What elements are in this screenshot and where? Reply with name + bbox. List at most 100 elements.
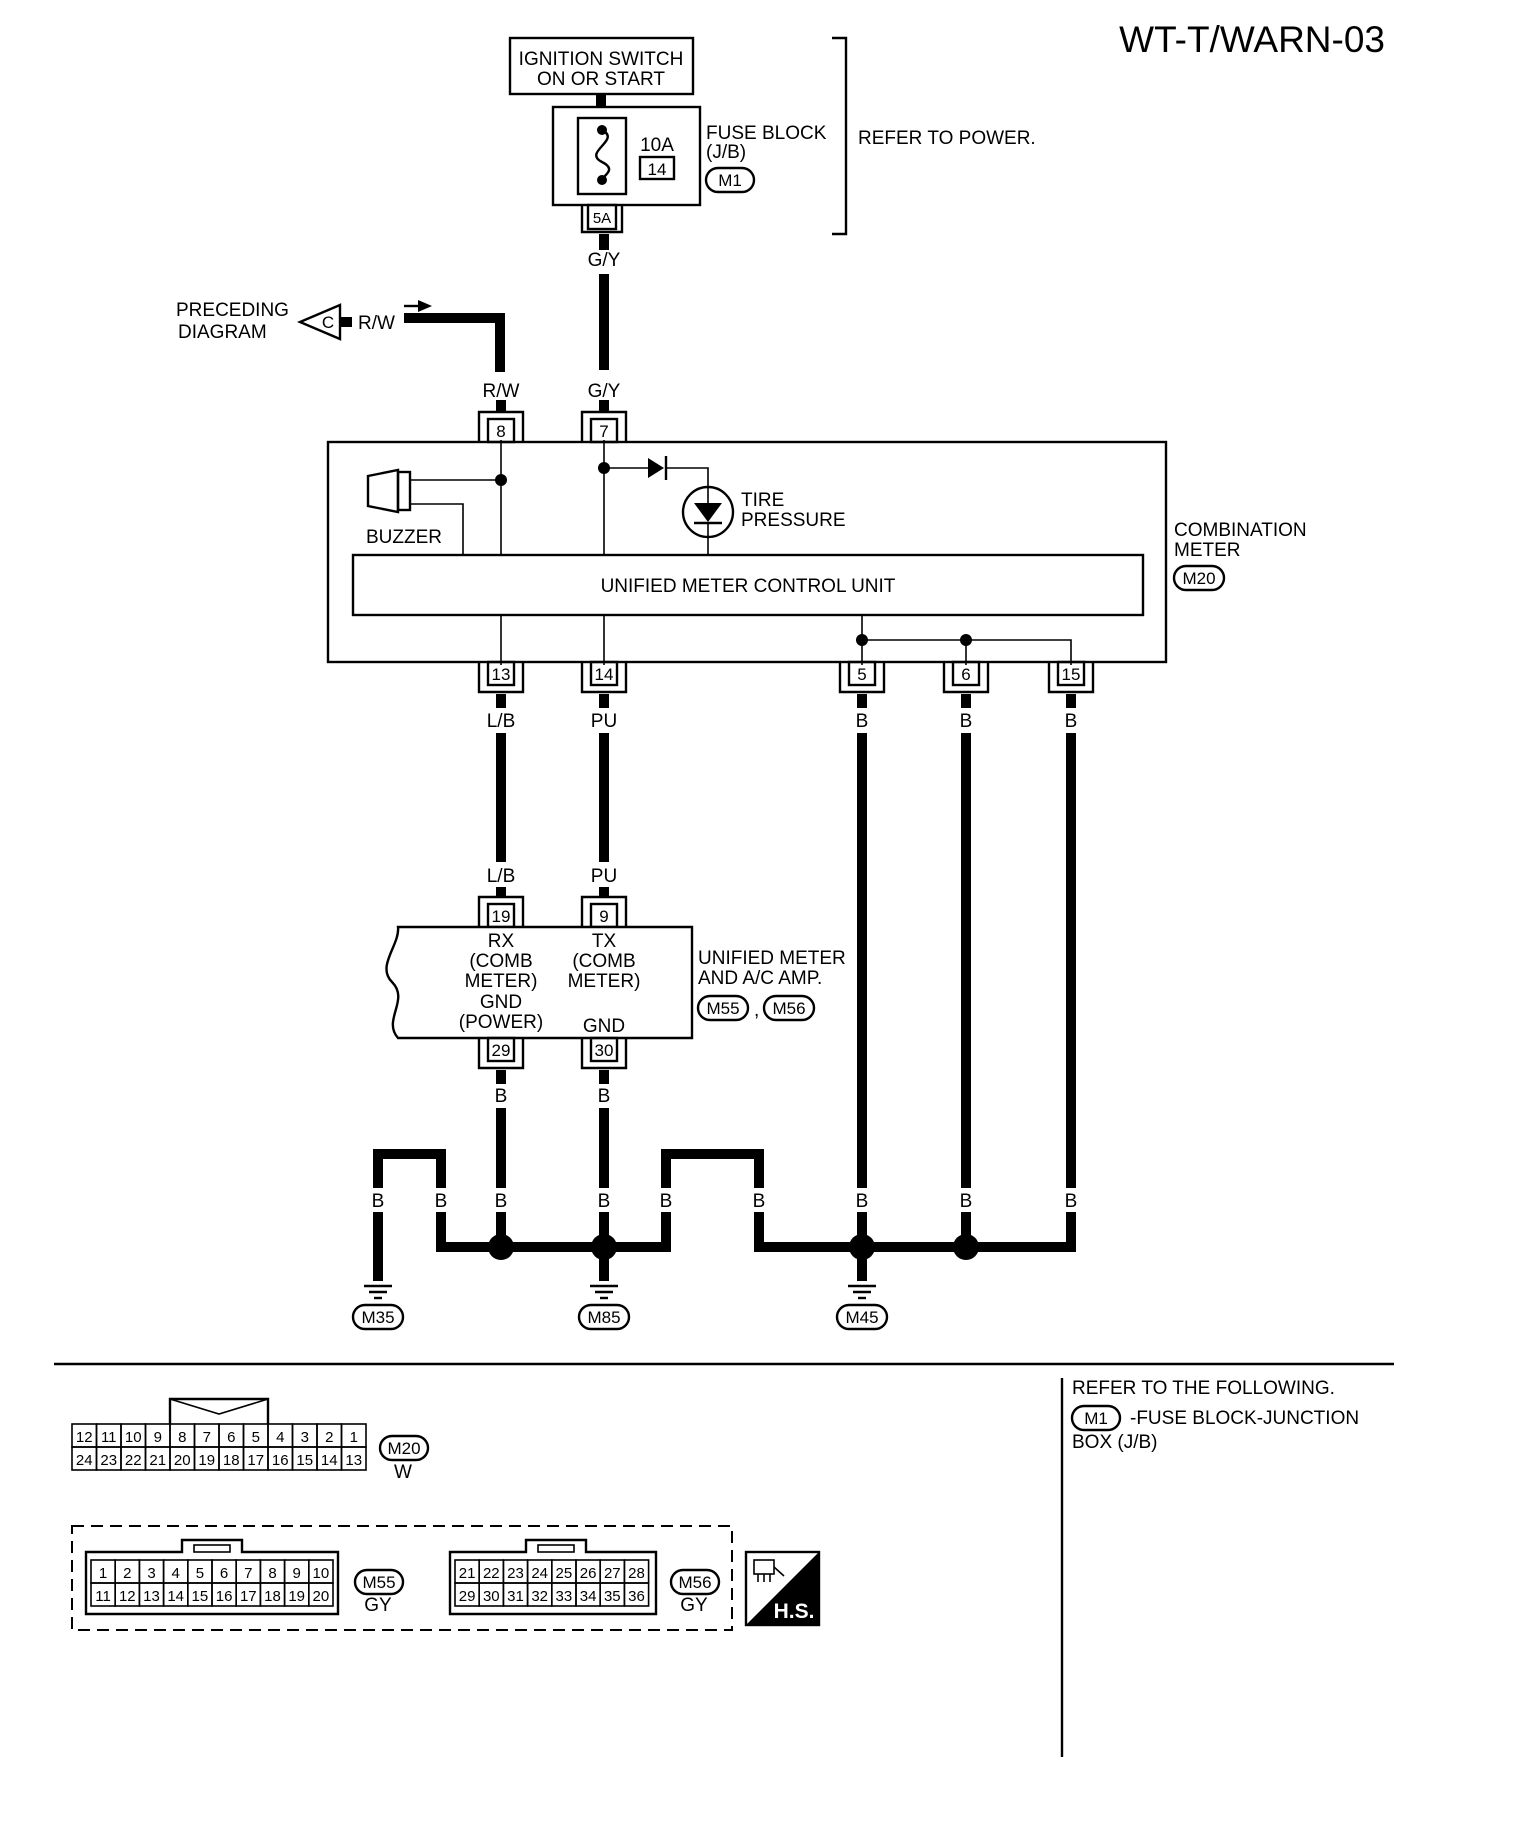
cavity-number: 19 bbox=[288, 1588, 305, 1605]
ignition-switch: IGNITION SWITCH ON OR START bbox=[508, 36, 695, 96]
cavity-number: 3 bbox=[301, 1429, 309, 1446]
cavity-number: 35 bbox=[604, 1588, 621, 1605]
cavity-number: 19 bbox=[198, 1452, 215, 1469]
svg-text:5A: 5A bbox=[593, 210, 611, 227]
connector-plug-icon bbox=[753, 1559, 785, 1582]
meter-pin-15: 15 bbox=[1047, 660, 1095, 694]
ground-wire-label-6: B bbox=[753, 1191, 766, 1212]
rx-label-2: (COMB bbox=[469, 951, 532, 972]
amp-pin-19: 19 bbox=[477, 895, 525, 929]
meter-pin-5: 5 bbox=[838, 660, 886, 694]
combination-meter-label-1: COMBINATION bbox=[1174, 520, 1307, 541]
amp-pin-29: 29 bbox=[477, 1036, 525, 1070]
preceding-wire-color: R/W bbox=[358, 313, 395, 334]
m20-connector-label: M20 bbox=[387, 1439, 420, 1458]
gnd-power-label-2: (POWER) bbox=[459, 1012, 543, 1033]
diode-icon bbox=[604, 456, 709, 486]
fuse-number: 14 bbox=[648, 160, 667, 179]
ground-wire-label-1: B bbox=[372, 1191, 385, 1212]
cavity-number: 14 bbox=[321, 1452, 338, 1469]
cavity-number: 24 bbox=[76, 1452, 93, 1469]
svg-text:5: 5 bbox=[857, 665, 866, 684]
cavity-number: 16 bbox=[272, 1452, 289, 1469]
ground-m35: M35 bbox=[361, 1308, 394, 1327]
meter-pin-8: 8 bbox=[477, 410, 525, 444]
ground-icon bbox=[848, 1284, 876, 1300]
amp-connector-m55: M55 bbox=[706, 999, 739, 1018]
pin8-wire-color: R/W bbox=[483, 381, 520, 402]
cavity-number: 9 bbox=[293, 1565, 301, 1582]
svg-text:14: 14 bbox=[595, 665, 614, 684]
tx-label-2: (COMB bbox=[572, 951, 635, 972]
cavity-number: 6 bbox=[220, 1565, 228, 1582]
cavity-number: 27 bbox=[604, 1565, 621, 1582]
cavity-number: 22 bbox=[483, 1565, 500, 1582]
cavity-number: 17 bbox=[247, 1452, 264, 1469]
cavity-number: 13 bbox=[143, 1588, 160, 1605]
cavity-number: 8 bbox=[178, 1429, 186, 1446]
ground-m85: M85 bbox=[587, 1308, 620, 1327]
cavity-number: 15 bbox=[192, 1588, 209, 1605]
ground-wire-label-2: B bbox=[435, 1191, 448, 1212]
tx-label-3: METER) bbox=[568, 971, 641, 992]
svg-text:9: 9 bbox=[599, 907, 608, 926]
ground-icon bbox=[590, 1284, 618, 1300]
preceding-connector-c: C bbox=[296, 303, 342, 341]
refer-following-heading: REFER TO THE FOLLOWING. bbox=[1072, 1378, 1335, 1399]
buzzer-label: BUZZER bbox=[366, 527, 442, 548]
ground-wire-label-3: B bbox=[495, 1191, 508, 1212]
fuse-block-label-1: FUSE BLOCK bbox=[706, 123, 827, 144]
connector-cavity bbox=[623, 1582, 650, 1607]
ground-wire-label-5: B bbox=[660, 1191, 673, 1212]
cavity-number: 20 bbox=[313, 1588, 330, 1605]
ground-icon bbox=[364, 1284, 392, 1300]
amp-pin-30: 30 bbox=[580, 1036, 628, 1070]
cavity-number: 36 bbox=[628, 1588, 645, 1605]
unified-meter-control-unit-label: UNIFIED METER CONTROL UNIT bbox=[601, 576, 896, 597]
meter-pin-14: 14 bbox=[580, 660, 628, 694]
connector-cavity bbox=[340, 1446, 367, 1471]
rx-label-3: METER) bbox=[465, 971, 538, 992]
cavity-number: 2 bbox=[123, 1565, 131, 1582]
refer-desc-line-1: -FUSE BLOCK-JUNCTION bbox=[1130, 1408, 1359, 1429]
cavity-number: 16 bbox=[216, 1588, 233, 1605]
cavity-number: 9 bbox=[154, 1429, 162, 1446]
ground-wire-label-7: B bbox=[856, 1191, 869, 1212]
cavity-number: 11 bbox=[101, 1429, 117, 1446]
amp-pin9-wire-color: PU bbox=[591, 866, 617, 887]
cavity-number: 23 bbox=[507, 1565, 524, 1582]
amp-pin19-wire-color: L/B bbox=[487, 866, 516, 887]
cavity-number: 12 bbox=[76, 1429, 93, 1446]
cavity-number: 10 bbox=[313, 1565, 330, 1582]
cavity-number: 12 bbox=[119, 1588, 136, 1605]
cavity-number: 28 bbox=[628, 1565, 645, 1582]
splice-1 bbox=[488, 1234, 514, 1260]
fuse-amperage: 10A bbox=[640, 135, 674, 156]
svg-text:19: 19 bbox=[492, 907, 511, 926]
svg-text:30: 30 bbox=[595, 1041, 614, 1060]
m55-color: GY bbox=[364, 1595, 392, 1616]
tx-label-1: TX bbox=[592, 931, 617, 952]
cavity-number: 32 bbox=[531, 1588, 548, 1605]
splice-2 bbox=[591, 1234, 617, 1260]
cavity-number: 11 bbox=[95, 1588, 111, 1605]
cavity-number: 7 bbox=[203, 1429, 211, 1446]
combination-meter-label-2: METER bbox=[1174, 540, 1241, 561]
cavity-number: 33 bbox=[556, 1588, 573, 1605]
svg-text:15: 15 bbox=[1062, 665, 1081, 684]
pin7-wire-color: G/Y bbox=[588, 381, 621, 402]
ground-wire-label-4: B bbox=[598, 1191, 611, 1212]
fuse-block-label-2: (J/B) bbox=[706, 142, 746, 163]
harness-side-badge: H.S. bbox=[744, 1550, 821, 1627]
amp-pin29-wire-color: B bbox=[495, 1086, 508, 1107]
rx-label-1: RX bbox=[488, 931, 515, 952]
amp-pin30-wire-color: B bbox=[598, 1086, 611, 1107]
gnd-power-label-1: GND bbox=[480, 992, 522, 1013]
amp-connector-separator: , bbox=[754, 1000, 759, 1021]
fuse-wire-color: G/Y bbox=[588, 250, 621, 271]
cavity-number: 14 bbox=[167, 1588, 184, 1605]
cavity-number: 5 bbox=[252, 1429, 260, 1446]
ground-wire-label-8: B bbox=[960, 1191, 973, 1212]
pin14-wire-color: PU bbox=[591, 711, 617, 732]
